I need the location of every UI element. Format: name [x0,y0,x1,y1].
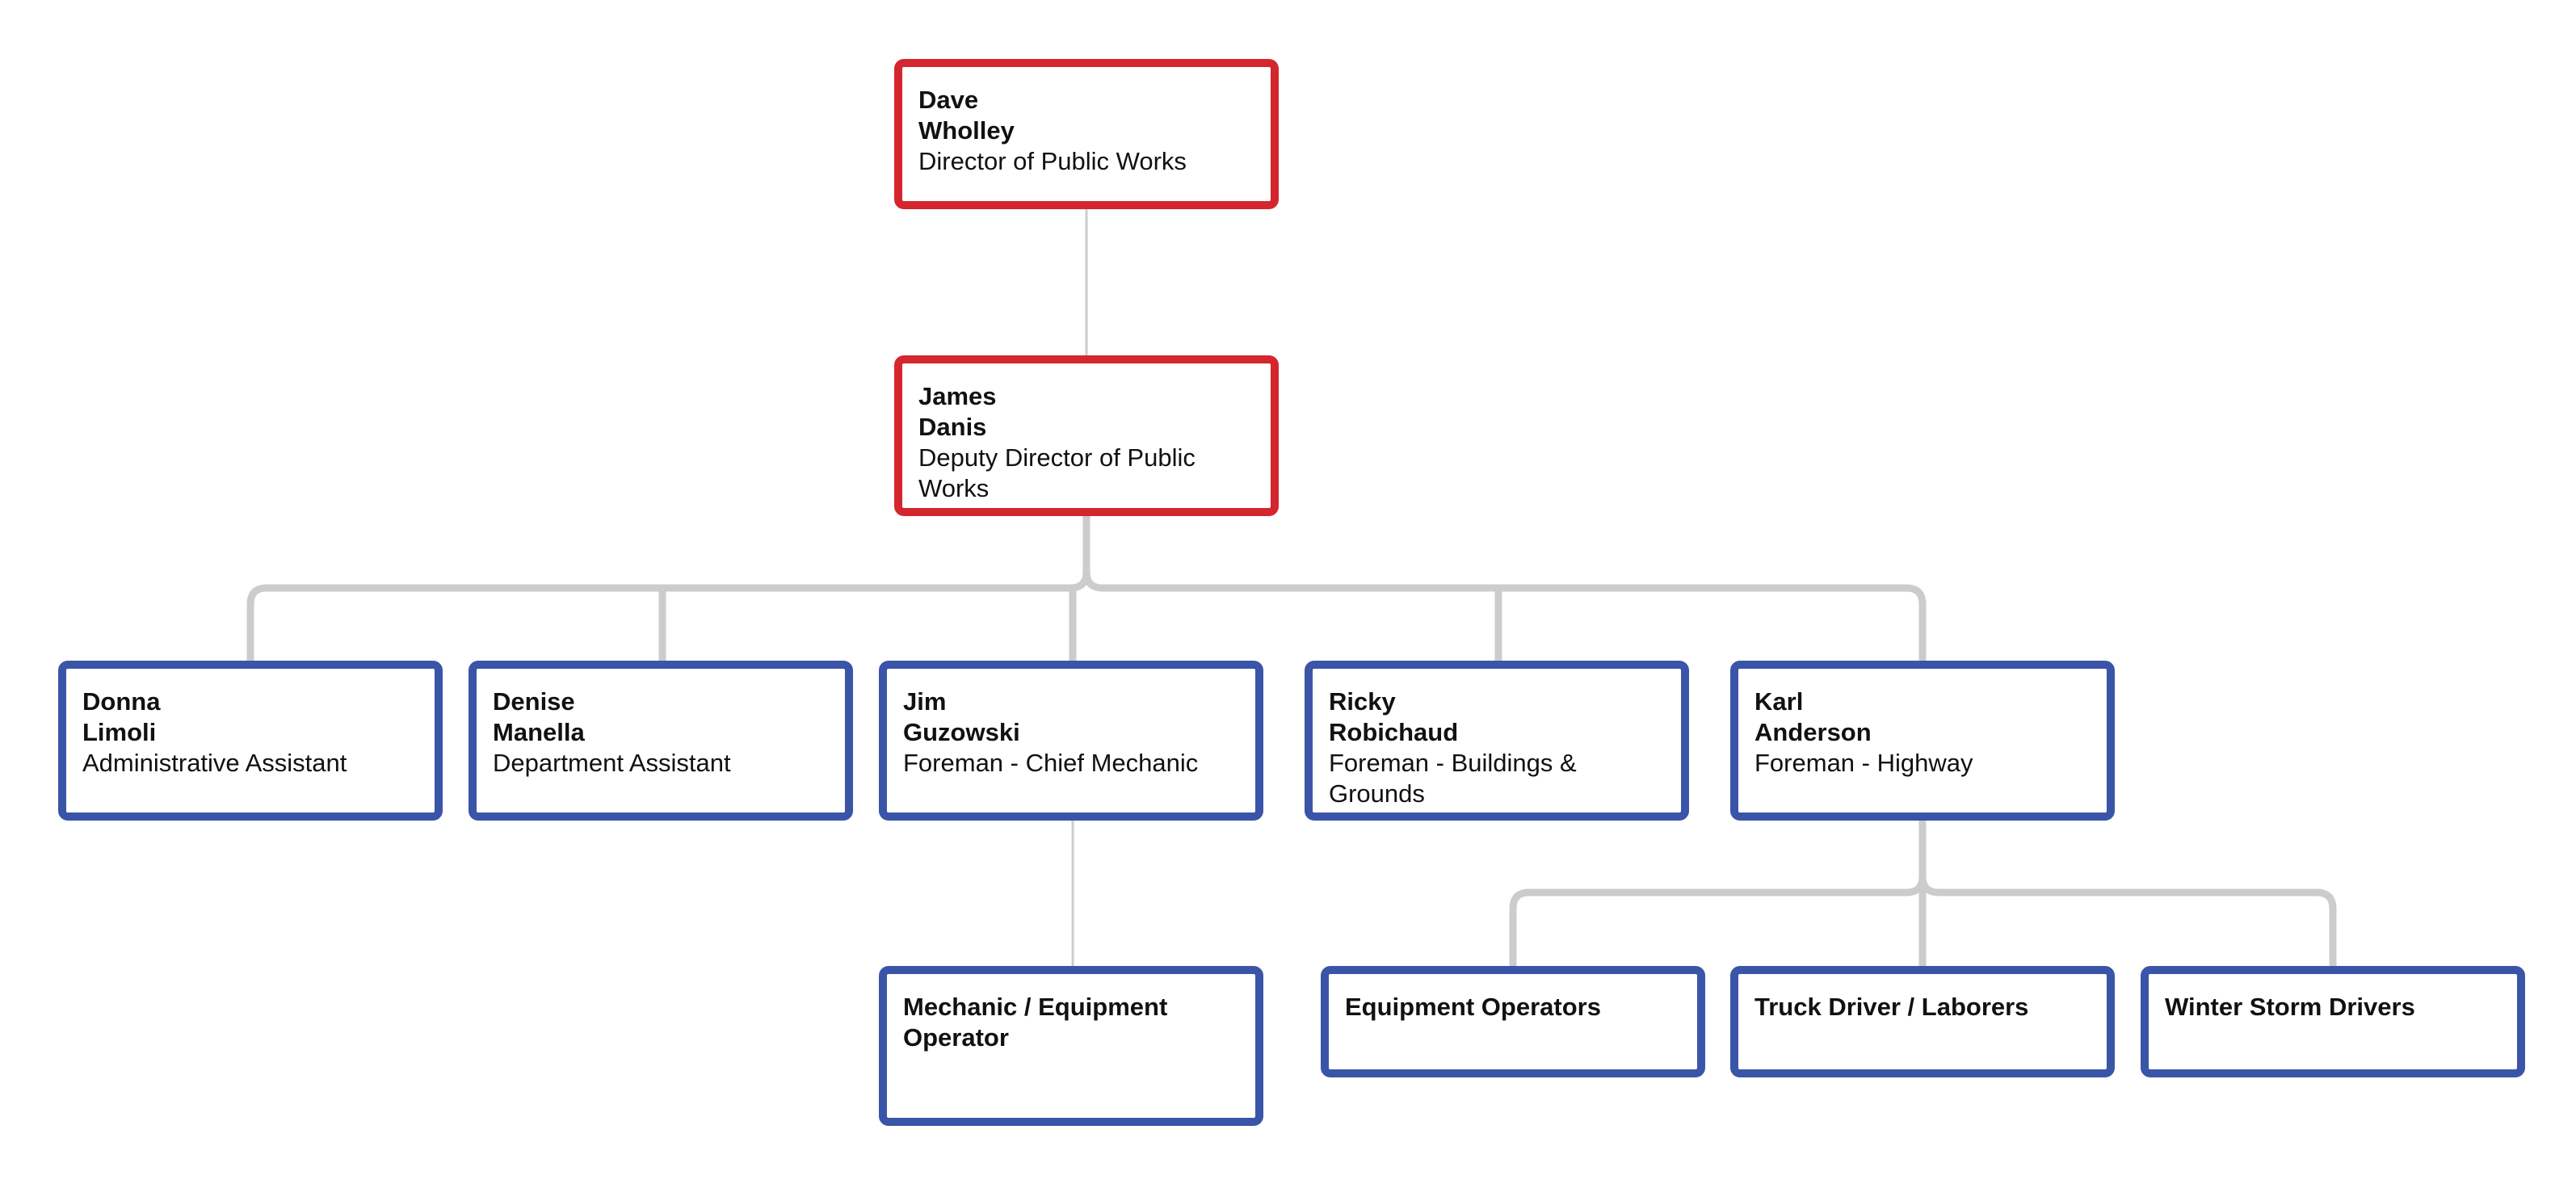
staff-last-name: Anderson [1754,718,1872,746]
node-staff-ricky[interactable]: Ricky Robichaud Foreman - Buildings & Gr… [1305,661,1689,821]
staff-last-name: Robichaud [1329,718,1459,746]
node-staff-karl[interactable]: Karl Anderson Foreman - Highway [1730,661,2115,821]
deputy-first-name: James [918,382,997,410]
staff-first-name: Karl [1754,687,1804,716]
staff-last-name: Limoli [82,718,157,746]
staff-last-name: Guzowski [903,718,1020,746]
deputy-role: Deputy Director of Public Works [918,443,1196,502]
deputy-last-name: Danis [918,413,987,441]
staff-role: Foreman - Chief Mechanic [903,749,1199,777]
node-team-winter-storm[interactable]: Winter Storm Drivers [2141,966,2525,1077]
team-label: Equipment Operators [1345,993,1601,1021]
team-label: Winter Storm Drivers [2165,993,2415,1021]
staff-first-name: Ricky [1329,687,1396,716]
node-deputy[interactable]: James Danis Deputy Director of Public Wo… [894,355,1279,516]
staff-role: Administrative Assistant [82,749,347,777]
director-last-name: Wholley [918,116,1015,145]
staff-first-name: Donna [82,687,161,716]
director-first-name: Dave [918,86,979,114]
node-mechanic-team[interactable]: Mechanic / Equipment Operator [879,966,1263,1126]
staff-first-name: Denise [493,687,575,716]
team-label: Mechanic / Equipment Operator [903,993,1168,1052]
node-staff-denise[interactable]: Denise Manella Department Assistant [469,661,853,821]
staff-role: Foreman - Highway [1754,749,1973,777]
node-team-truck-drivers[interactable]: Truck Driver / Laborers [1730,966,2115,1077]
team-label: Truck Driver / Laborers [1754,993,2029,1021]
connector-karl-teams [1509,816,2337,973]
node-director[interactable]: Dave Wholley Director of Public Works [894,59,1279,209]
director-role: Director of Public Works [918,147,1187,175]
connector-deputy-staff [246,511,1927,668]
node-staff-donna[interactable]: Donna Limoli Administrative Assistant [58,661,443,821]
staff-last-name: Manella [493,718,585,746]
staff-first-name: Jim [903,687,947,716]
staff-role: Department Assistant [493,749,731,777]
node-staff-jim[interactable]: Jim Guzowski Foreman - Chief Mechanic [879,661,1263,821]
staff-role: Foreman - Buildings & Grounds [1329,749,1577,808]
node-team-equipment-operators[interactable]: Equipment Operators [1321,966,1705,1077]
